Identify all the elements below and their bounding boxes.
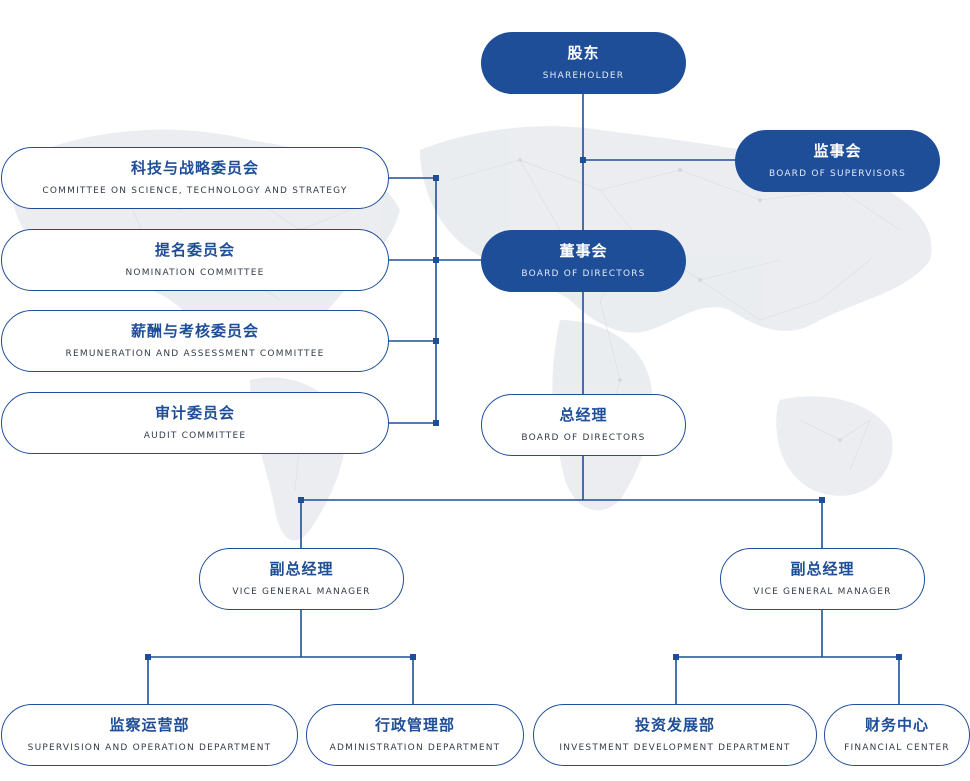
vice-general-manager-left: 副总经理 VICE GENERAL MANAGER — [199, 548, 404, 610]
committee-subtitle: AUDIT COMMITTEE — [143, 431, 247, 441]
shareholder-subtitle: SHAREHOLDER — [542, 71, 625, 81]
department-subtitle: INVESTMENT DEVELOPMENT DEPARTMENT — [559, 743, 791, 753]
vgm-subtitle: VICE GENERAL MANAGER — [232, 587, 371, 597]
vice-general-manager-right: 副总经理 VICE GENERAL MANAGER — [720, 548, 925, 610]
committee-subtitle: COMMITTEE ON SCIENCE, TECHNOLOGY AND STR… — [42, 186, 348, 196]
vgm-subtitle: VICE GENERAL MANAGER — [753, 587, 892, 597]
department-subtitle: ADMINISTRATION DEPARTMENT — [329, 743, 501, 753]
committee-title: 薪酬与考核委员会 — [130, 322, 259, 340]
general-manager-node: 总经理 BOARD OF DIRECTORS — [481, 394, 686, 456]
department-title: 监察运营部 — [109, 716, 190, 734]
general-manager-subtitle: BOARD OF DIRECTORS — [521, 433, 646, 443]
department-subtitle: FINANCIAL CENTER — [844, 743, 950, 753]
department-title: 行政管理部 — [374, 716, 455, 734]
committee-title: 科技与战略委员会 — [130, 159, 259, 177]
department-title: 投资发展部 — [634, 716, 715, 734]
committee-remuneration: 薪酬与考核委员会 REMUNERATION AND ASSESSMENT COM… — [1, 310, 389, 372]
department-administration: 行政管理部 ADMINISTRATION DEPARTMENT — [306, 704, 524, 766]
department-supervision-operation: 监察运营部 SUPERVISION AND OPERATION DEPARTME… — [1, 704, 298, 766]
board-title: 董事会 — [559, 242, 608, 260]
supervisors-title: 监事会 — [813, 142, 862, 160]
general-manager-title: 总经理 — [559, 406, 608, 424]
vgm-title: 副总经理 — [269, 560, 334, 578]
supervisors-node: 监事会 BOARD OF SUPERVISORS — [735, 130, 940, 192]
vgm-title: 副总经理 — [790, 560, 855, 578]
shareholder-node: 股东 SHAREHOLDER — [481, 32, 686, 94]
committee-title: 审计委员会 — [154, 404, 235, 422]
committee-title: 提名委员会 — [154, 241, 235, 259]
committee-nomination: 提名委员会 NOMINATION COMMITTEE — [1, 229, 389, 291]
committee-subtitle: REMUNERATION AND ASSESSMENT COMMITTEE — [65, 349, 325, 359]
shareholder-title: 股东 — [567, 44, 600, 62]
committee-subtitle: NOMINATION COMMITTEE — [125, 268, 265, 278]
department-investment-development: 投资发展部 INVESTMENT DEVELOPMENT DEPARTMENT — [533, 704, 817, 766]
committee-science-strategy: 科技与战略委员会 COMMITTEE ON SCIENCE, TECHNOLOG… — [1, 147, 389, 209]
committee-audit: 审计委员会 AUDIT COMMITTEE — [1, 392, 389, 454]
board-subtitle: BOARD OF DIRECTORS — [521, 269, 646, 279]
department-title: 财务中心 — [864, 716, 929, 734]
board-node: 董事会 BOARD OF DIRECTORS — [481, 230, 686, 292]
department-subtitle: SUPERVISION AND OPERATION DEPARTMENT — [27, 743, 272, 753]
supervisors-subtitle: BOARD OF SUPERVISORS — [768, 169, 906, 179]
department-financial-center: 财务中心 FINANCIAL CENTER — [824, 704, 970, 766]
